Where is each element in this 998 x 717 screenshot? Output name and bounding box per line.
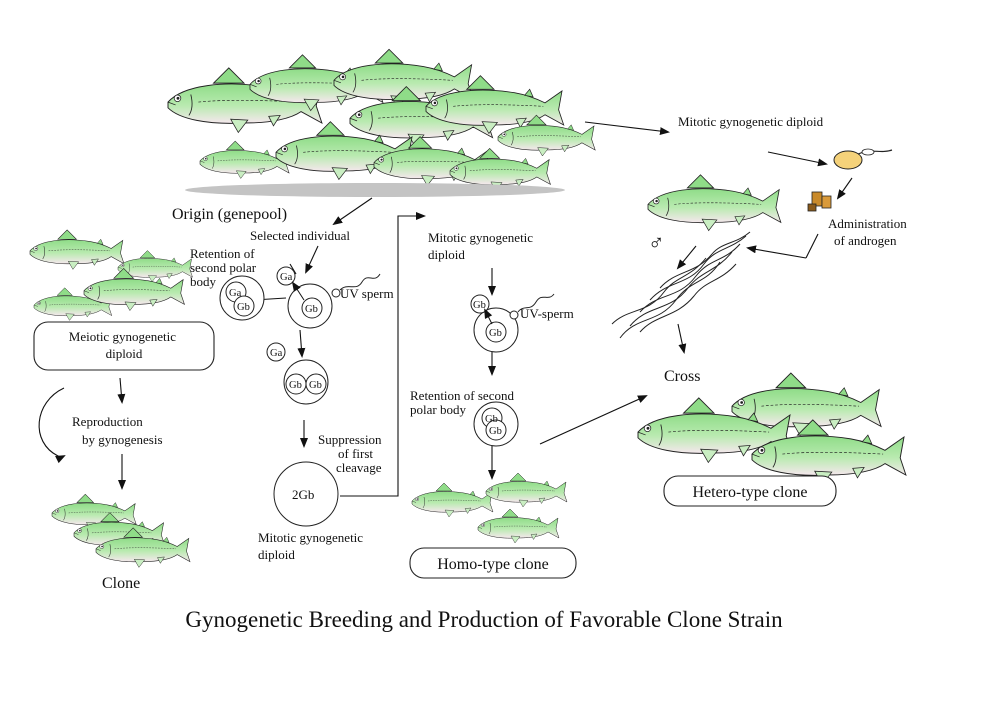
label-uv-sperm-left: UV sperm bbox=[340, 286, 394, 301]
label-uv-sperm-mid: UV-sperm bbox=[520, 306, 574, 321]
label-clone: Clone bbox=[102, 575, 140, 592]
male-symbol: ♂ bbox=[648, 230, 665, 255]
homo-type-fish bbox=[411, 472, 568, 544]
clone-fish bbox=[51, 493, 191, 568]
label-reproduction: Reproduction by gynogenesis bbox=[72, 414, 163, 447]
label-selected-individual: Selected individual bbox=[250, 228, 350, 243]
origin-school bbox=[167, 48, 596, 191]
hetero-type-fish bbox=[637, 372, 907, 485]
label-homo-clone: Homo-type clone bbox=[437, 556, 549, 573]
fish-icon bbox=[411, 482, 494, 518]
male-parent-fish bbox=[647, 174, 782, 232]
label-retention-mid: Retention of second polar body bbox=[410, 388, 517, 417]
cell-2gb: 2Gb bbox=[292, 487, 314, 502]
cell-gb-2: Gb bbox=[305, 304, 318, 315]
egg-icon bbox=[833, 148, 893, 170]
cell-gb-5: Gb bbox=[473, 300, 486, 311]
cell-gb-7: Gb bbox=[485, 414, 498, 425]
label-retention-left: Retention of second polar body bbox=[190, 246, 259, 289]
label-administration: Administration of androgen bbox=[828, 216, 910, 248]
cell-gb-6: Gb bbox=[489, 328, 502, 339]
fish-icon bbox=[647, 174, 782, 232]
cell-ga-1: Ga bbox=[280, 272, 293, 283]
label-mitotic-middle: Mitotic gynogenetic diploid bbox=[428, 230, 536, 262]
cell-gb-8: Gb bbox=[489, 426, 502, 437]
fish-icon bbox=[29, 229, 125, 270]
arrows bbox=[38, 121, 853, 497]
label-meiotic: Meiotic gynogenetic diploid bbox=[69, 329, 179, 361]
fish-icon bbox=[199, 140, 290, 179]
school-shadow bbox=[185, 183, 565, 197]
cell-arrows bbox=[291, 281, 493, 325]
cell-gb-1: Gb bbox=[237, 302, 250, 313]
cell-gb-4: Gb bbox=[309, 380, 322, 391]
meiotic-fish bbox=[29, 229, 193, 321]
sperm-swarm bbox=[611, 231, 751, 339]
label-cross: Cross bbox=[664, 368, 700, 385]
label-origin: Origin (genepool) bbox=[172, 206, 287, 223]
cells bbox=[219, 266, 519, 527]
cell-ga-3: Ga bbox=[270, 348, 283, 359]
cell-ga-2: Ga bbox=[229, 288, 242, 299]
androgen-bottles-icon bbox=[807, 191, 832, 212]
label-hetero-clone: Hetero-type clone bbox=[692, 484, 807, 501]
label-mitotic-top: Mitotic gynogenetic diploid bbox=[678, 114, 824, 129]
sperm-tails bbox=[339, 273, 555, 313]
label-mitotic-bottom: Mitotic gynogenetic diploid bbox=[258, 530, 366, 562]
page-title: Gynogenetic Breeding and Production of F… bbox=[185, 607, 783, 632]
label-suppression: Suppression of first cleavage bbox=[318, 432, 385, 475]
fish-icon bbox=[477, 508, 560, 544]
cell-gb-3: Gb bbox=[289, 380, 302, 391]
label-boxes bbox=[33, 321, 837, 579]
fish-icon bbox=[485, 472, 568, 508]
